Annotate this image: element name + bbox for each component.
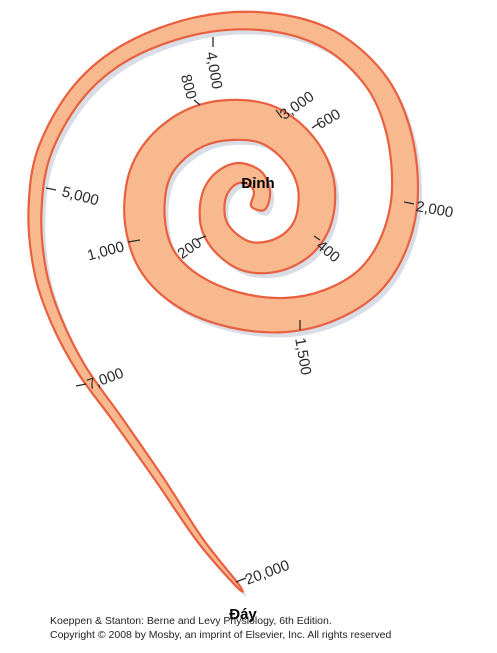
frequency-tick	[313, 235, 321, 241]
frequency-label: 2,000	[415, 198, 455, 221]
frequency-label: 3,000	[277, 88, 318, 123]
credit-line-2: Copyright © 2008 by Mosby, an imprint of…	[50, 629, 392, 641]
frequency-label: 7,000	[85, 365, 126, 394]
frequency-tick	[127, 239, 141, 243]
frequency-tick	[275, 109, 283, 119]
frequency-tick	[195, 235, 207, 241]
base-label: Đáy	[229, 606, 257, 623]
frequency-label: 20,000	[243, 557, 292, 589]
frequency-label: 800	[177, 72, 200, 101]
frequency-label: 600	[313, 106, 343, 133]
frequency-tick	[45, 187, 57, 191]
cochlear-duct	[27, 10, 420, 593]
apex-label: Đỉnh	[241, 175, 274, 192]
frequency-tick	[403, 201, 415, 205]
frequency-tick	[75, 383, 87, 387]
frequency-label: 4,000	[202, 50, 225, 90]
frequency-label: 1,000	[85, 238, 126, 264]
frequency-tick	[311, 123, 319, 129]
frequency-tick	[235, 577, 247, 583]
frequency-label: 1,500	[291, 336, 314, 376]
frequency-tick	[193, 99, 201, 106]
frequency-label: 5,000	[60, 183, 101, 209]
credit-line-1: Koeppen & Stanton: Berne and Levy Physio…	[50, 615, 332, 627]
